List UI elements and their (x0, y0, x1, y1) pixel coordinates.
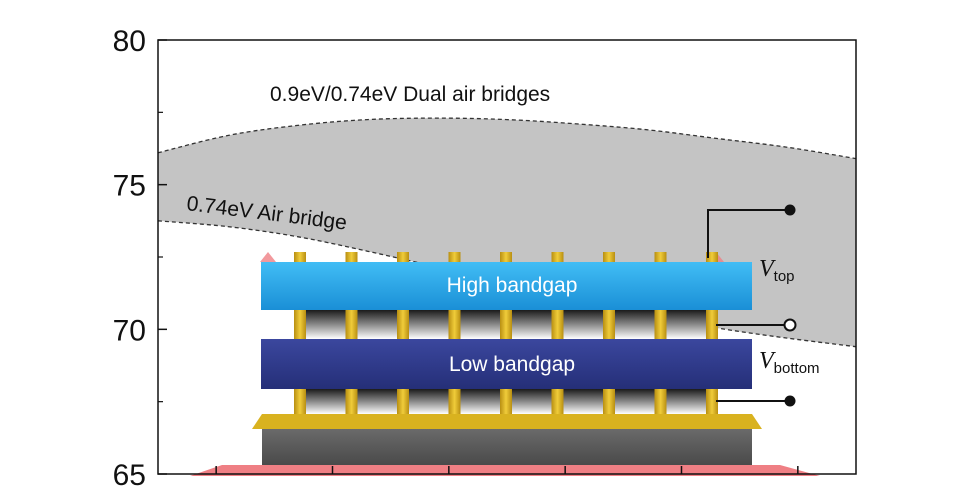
bottom-contact-layer (252, 414, 762, 429)
top-terminal (784, 204, 796, 216)
pillar (294, 389, 306, 414)
pillar (706, 252, 718, 262)
series-line-single-air-bridge (158, 220, 856, 348)
series-line-dual-air-bridges (158, 117, 856, 160)
y-tick-label: 80 (113, 25, 146, 58)
pillar (294, 310, 306, 339)
x-axis (215, 466, 799, 474)
pillar (448, 310, 461, 339)
pillar (500, 252, 512, 262)
bottom-air-bridge-pillars (294, 389, 718, 414)
series-label-dual: 0.9eV/0.74eV Dual air bridges (270, 83, 550, 106)
pillar (706, 389, 718, 414)
pillar (551, 310, 564, 339)
pillar (551, 389, 564, 414)
pillar (603, 310, 615, 339)
pillar (397, 252, 409, 262)
low-bandgap-cell (261, 339, 752, 389)
high-bandgap-cell (261, 262, 752, 310)
pillar (551, 252, 564, 262)
pillar (345, 310, 358, 339)
pillar (654, 310, 667, 339)
pillar (500, 389, 512, 414)
substrate (262, 429, 752, 465)
pillar (345, 252, 358, 262)
pillar (294, 252, 306, 262)
bottom-terminal (784, 395, 796, 407)
v-bottom-label: Vbottom (759, 348, 820, 377)
v-top-label: Vtop (759, 256, 795, 285)
pillar (345, 389, 358, 414)
pillar (448, 389, 461, 414)
pillar (654, 389, 667, 414)
pillar (603, 389, 615, 414)
pillar (397, 310, 409, 339)
y-tick-label: 65 (113, 459, 146, 490)
y-tick-label: 70 (113, 314, 146, 347)
top-wire (707, 209, 790, 258)
high-bandgap-label: High bandgap (447, 274, 578, 297)
pillar (397, 389, 409, 414)
tandem-device-schematic: High bandgap Low bandgap (190, 252, 820, 476)
pillar (603, 252, 615, 262)
top-contact-fingers (260, 252, 724, 262)
low-bandgap-label: Low bandgap (449, 353, 575, 376)
y-axis: 65 70 75 80 (113, 25, 167, 490)
pillar (706, 310, 718, 339)
y-tick-label: 75 (113, 170, 146, 203)
terminals: Vtop Vbottom (707, 204, 820, 407)
pillar (448, 252, 461, 262)
pillar (500, 310, 512, 339)
middle-air-bridge-pillars (294, 310, 718, 339)
middle-terminal (783, 318, 797, 332)
pillar (654, 252, 667, 262)
contact-edge (260, 252, 276, 262)
